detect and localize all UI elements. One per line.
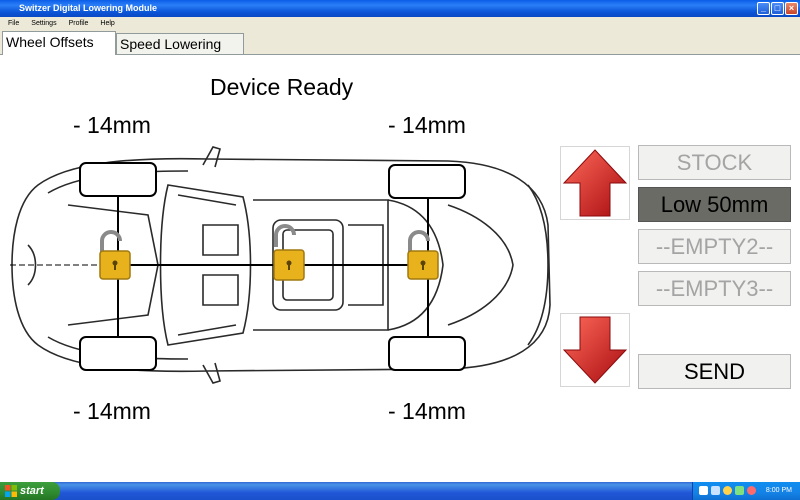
- title-bar: Switzer Digital Lowering Module _ □ ×: [0, 0, 800, 17]
- start-label: start: [20, 485, 44, 497]
- padlock-icon[interactable]: [407, 230, 439, 280]
- tab-speed-lowering[interactable]: Speed Lowering: [116, 33, 244, 54]
- taskbar: start 8:00 PM: [0, 482, 800, 500]
- window-title: Switzer Digital Lowering Module: [19, 3, 158, 13]
- wireless-icon[interactable]: [735, 486, 744, 495]
- lower-button[interactable]: [560, 313, 630, 387]
- shield-icon[interactable]: [723, 486, 732, 495]
- padlock-icon[interactable]: [273, 224, 305, 281]
- down-arrow-icon: [562, 316, 628, 384]
- alert-icon[interactable]: [747, 486, 756, 495]
- preset-stock-button[interactable]: STOCK: [638, 145, 791, 180]
- menu-bar: File Settings Profile Help: [0, 17, 800, 30]
- help-icon[interactable]: [699, 486, 708, 495]
- tab-wheel-offsets[interactable]: Wheel Offsets: [2, 31, 116, 55]
- menu-help[interactable]: Help: [100, 20, 115, 27]
- offset-rear-left: - 14mm: [73, 398, 151, 424]
- preset-empty2-button[interactable]: --EMPTY2--: [638, 229, 791, 264]
- padlock-icon[interactable]: [99, 230, 131, 280]
- clock: 8:00 PM: [765, 487, 792, 494]
- offset-front-left: - 14mm: [73, 112, 151, 138]
- car-top-view-diagram: [10, 146, 551, 384]
- offset-rear-right: - 14mm: [388, 398, 466, 424]
- wheel-offsets-panel: [0, 54, 800, 482]
- menu-file[interactable]: File: [8, 20, 20, 27]
- windows-logo-icon: [5, 485, 17, 497]
- menu-settings[interactable]: Settings: [31, 20, 57, 27]
- preset-empty3-button[interactable]: --EMPTY3--: [638, 271, 791, 306]
- window-controls: _ □ ×: [757, 2, 798, 15]
- start-button[interactable]: start: [0, 482, 60, 500]
- raise-button[interactable]: [560, 146, 630, 220]
- system-tray: 8:00 PM: [692, 482, 800, 500]
- close-button[interactable]: ×: [785, 2, 798, 15]
- maximize-button[interactable]: □: [771, 2, 784, 15]
- minimize-button[interactable]: _: [757, 2, 770, 15]
- menu-profile[interactable]: Profile: [68, 20, 89, 27]
- tab-strip: Wheel Offsets Speed Lowering: [0, 30, 800, 55]
- preset-low-50mm-button[interactable]: Low 50mm: [638, 187, 791, 222]
- up-arrow-icon: [562, 149, 628, 217]
- network-icon[interactable]: [711, 486, 720, 495]
- offset-front-right: - 14mm: [388, 112, 466, 138]
- device-status: Device Ready: [210, 74, 354, 100]
- send-button[interactable]: SEND: [638, 354, 791, 389]
